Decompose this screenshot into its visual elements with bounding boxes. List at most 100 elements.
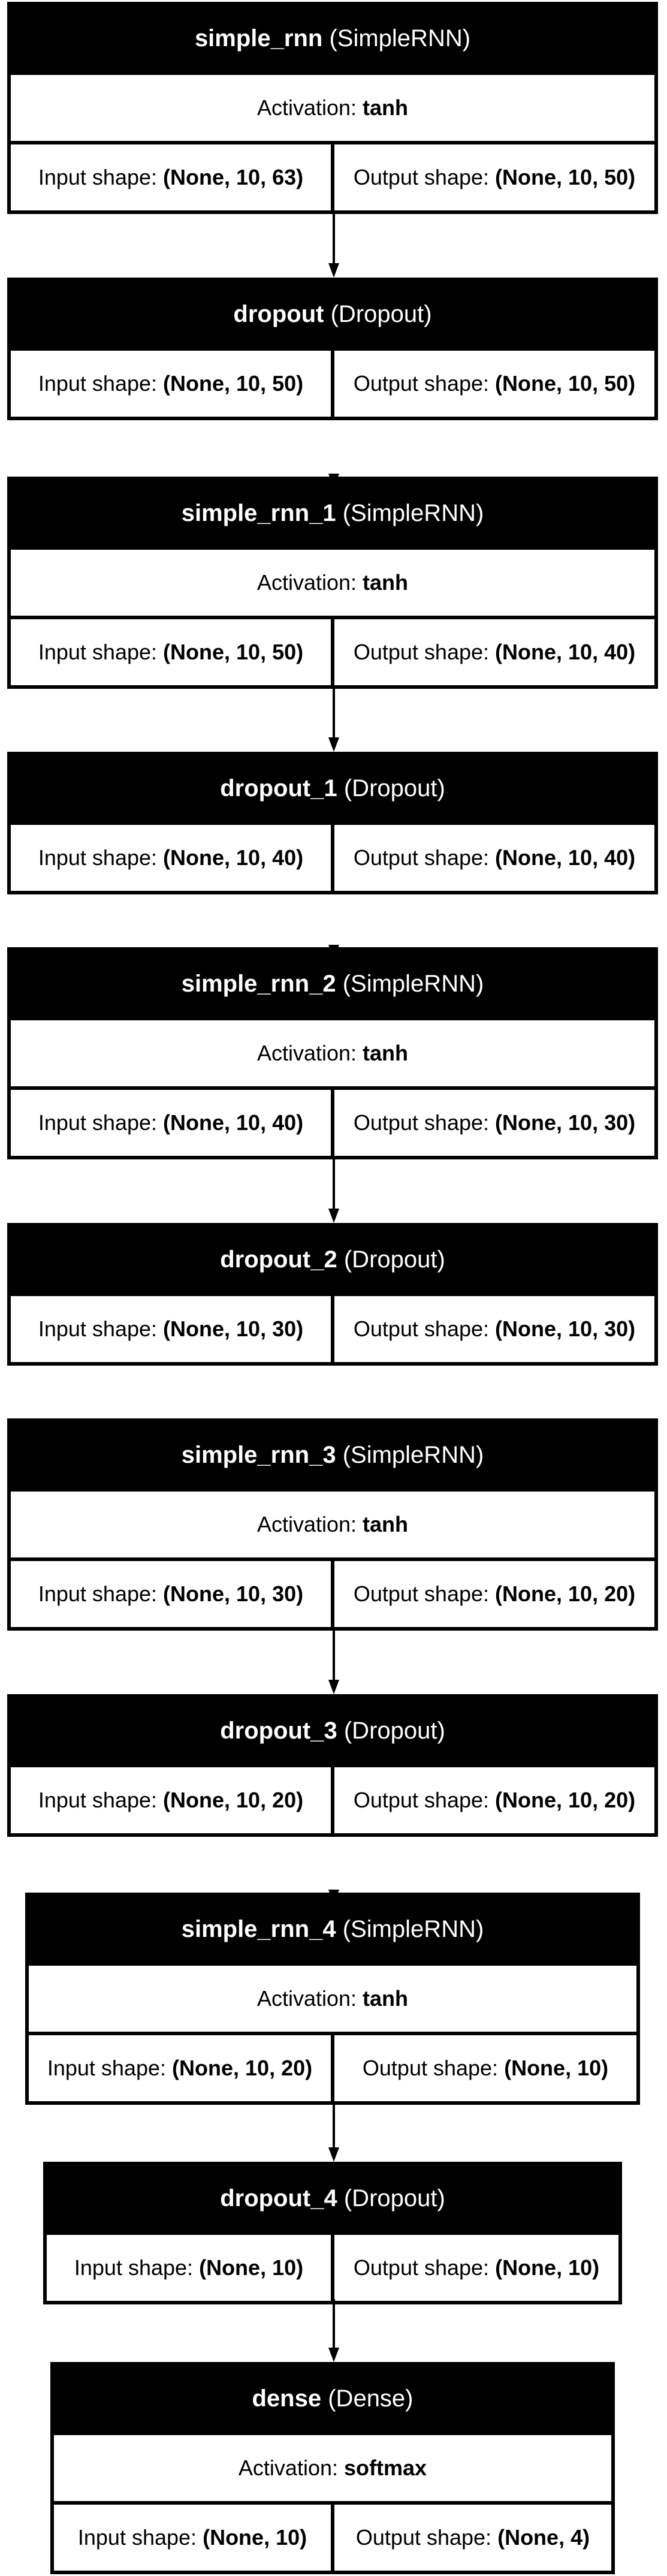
layer-node-simple_rnn_2: simple_rnn_2 (SimpleRNN) Activation: tanh… <box>7 947 658 1159</box>
input-shape-label: Input shape: <box>38 1788 158 1812</box>
output-shape-cell: Output shape: (None, 10, 30) <box>334 1090 654 1156</box>
output-shape-label: Output shape: <box>353 845 490 870</box>
layer-header: dense (Dense) <box>54 2366 611 2432</box>
layer-node-simple_rnn_1: simple_rnn_1 (SimpleRNN) Activation: tanh… <box>7 477 658 689</box>
output-shape-label: Output shape: <box>353 1581 490 1606</box>
layer-name: simple_rnn_2 <box>181 970 336 997</box>
input-shape-cell: Input shape: (None, 10) <box>47 2235 334 2301</box>
flow-arrow <box>328 2299 339 2362</box>
arrow-line <box>333 213 335 266</box>
flow-arrow <box>328 2101 339 2162</box>
output-shape-cell: Output shape: (None, 10) <box>334 2235 618 2301</box>
output-shape-value: (None, 10, 40) <box>495 640 636 664</box>
input-shape-value: (None, 10, 20) <box>163 1788 304 1812</box>
input-shape-value: (None, 10, 20) <box>172 2056 313 2080</box>
layer-name: dropout_1 <box>220 775 337 802</box>
input-shape-label: Input shape: <box>38 371 158 396</box>
activation-row: Activation: tanh <box>11 1017 654 1086</box>
shape-row: Input shape: (None, 10, 63)Output shape:… <box>11 141 654 210</box>
layer-name: dense <box>252 2385 322 2412</box>
arrow-line <box>333 688 335 740</box>
flow-arrow <box>328 213 339 278</box>
input-shape-label: Input shape: <box>38 1316 158 1341</box>
input-shape-label: Input shape: <box>74 2255 194 2280</box>
shape-row: Input shape: (None, 10, 30)Output shape:… <box>11 1292 654 1362</box>
layer-name: dropout_4 <box>220 2185 337 2212</box>
output-shape-cell: Output shape: (None, 10, 20) <box>334 1767 654 1833</box>
input-shape-value: (None, 10, 50) <box>163 371 304 396</box>
input-shape-label: Input shape: <box>38 1110 158 1135</box>
shape-row: Input shape: (None, 10)Output shape: (No… <box>47 2231 618 2301</box>
output-shape-cell: Output shape: (None, 4) <box>334 2505 611 2571</box>
activation-label: Activation: <box>256 1986 357 2011</box>
input-shape-cell: Input shape: (None, 10, 30) <box>11 1561 334 1627</box>
layer-name: simple_rnn_1 <box>181 499 336 526</box>
input-shape-value: (None, 10, 40) <box>163 845 304 870</box>
arrow-head-icon <box>328 2147 339 2162</box>
input-shape-label: Input shape: <box>77 2525 197 2550</box>
arrow-head-icon <box>328 1890 339 1904</box>
input-shape-value: (None, 10) <box>199 2255 304 2280</box>
layer-header: simple_rnn_1 (SimpleRNN) <box>11 480 654 546</box>
layer-node-simple_rnn_4: simple_rnn_4 (SimpleRNN)Activation: tanh… <box>25 1893 640 2105</box>
input-shape-value: (None, 10, 50) <box>163 640 304 664</box>
output-shape-cell: Output shape: (None, 10, 40) <box>334 619 654 685</box>
output-shape-value: (None, 10, 20) <box>495 1581 636 1606</box>
arrow-head-icon <box>328 2348 339 2362</box>
arrow-line <box>333 1629 335 1682</box>
layer-name: dropout_2 <box>220 1246 337 1273</box>
input-shape-label: Input shape: <box>38 165 158 189</box>
activation-row: Activation: tanh <box>11 1488 654 1557</box>
input-shape-cell: Input shape: (None, 10, 40) <box>11 825 334 891</box>
output-shape-label: Output shape: <box>353 1110 490 1135</box>
layer-type: (Dropout) <box>343 2185 445 2212</box>
arrow-head-icon <box>328 1680 339 1694</box>
output-shape-cell: Output shape: (None, 10, 50) <box>334 144 654 210</box>
layer-header: simple_rnn_3 (SimpleRNN) <box>11 1422 654 1488</box>
layer-header: dropout (Dropout) <box>11 281 654 347</box>
flow-arrow <box>328 1158 339 1223</box>
activation-label: Activation: <box>238 2456 338 2480</box>
input-shape-value: (None, 10, 30) <box>163 1581 304 1606</box>
activation-row: Activation: tanh <box>29 1962 636 2032</box>
activation-label: Activation: <box>256 1512 357 1536</box>
input-shape-cell: Input shape: (None, 10, 63) <box>11 144 334 210</box>
input-shape-cell: Input shape: (None, 10, 20) <box>11 1767 334 1833</box>
layer-type: (Dense) <box>328 2385 414 2412</box>
layer-type: (SimpleRNN) <box>342 1441 484 1468</box>
layer-name: dropout <box>233 300 324 327</box>
output-shape-value: (None, 10, 30) <box>495 1316 636 1341</box>
arrow-head-icon <box>328 1418 339 1433</box>
layer-node-dropout_3: dropout_3 (Dropout)Input shape: (None, 1… <box>7 1694 658 1837</box>
layer-header: dropout_2 (Dropout) <box>11 1227 654 1292</box>
input-shape-cell: Input shape: (None, 10, 30) <box>11 1296 334 1362</box>
output-shape-value: (None, 10, 40) <box>495 845 636 870</box>
layer-header: dropout_4 (Dropout) <box>47 2165 618 2231</box>
input-shape-label: Input shape: <box>47 2056 167 2080</box>
activation-value: tanh <box>363 570 409 595</box>
output-shape-label: Output shape: <box>355 2525 492 2550</box>
flow-arrow <box>328 688 339 752</box>
activation-row: Activation: tanh <box>11 71 654 141</box>
output-shape-label: Output shape: <box>353 1788 490 1812</box>
activation-label: Activation: <box>256 95 357 120</box>
output-shape-cell: Output shape: (None, 10, 40) <box>334 825 654 891</box>
activation-value: tanh <box>363 95 409 120</box>
layer-header: simple_rnn (SimpleRNN) <box>11 5 654 71</box>
activation-row: Activation: softmax <box>54 2432 611 2501</box>
output-shape-label: Output shape: <box>353 165 490 189</box>
shape-row: Input shape: (None, 10, 20)Output shape:… <box>11 1764 654 1833</box>
layer-node-dropout: dropout (Dropout) Input shape: (None, 10,… <box>7 278 658 420</box>
output-shape-label: Output shape: <box>353 640 490 664</box>
layer-type: (SimpleRNN) <box>342 970 484 997</box>
input-shape-value: (None, 10, 40) <box>163 1110 304 1135</box>
arrow-head-icon <box>328 945 339 959</box>
output-shape-value: (None, 10, 30) <box>495 1110 636 1135</box>
output-shape-label: Output shape: <box>353 371 490 396</box>
layer-name: simple_rnn_3 <box>181 1441 336 1468</box>
output-shape-value: (None, 4) <box>497 2525 590 2550</box>
layer-type: (Dropout) <box>343 1717 445 1744</box>
output-shape-label: Output shape: <box>362 2056 499 2080</box>
activation-label: Activation: <box>256 570 357 595</box>
